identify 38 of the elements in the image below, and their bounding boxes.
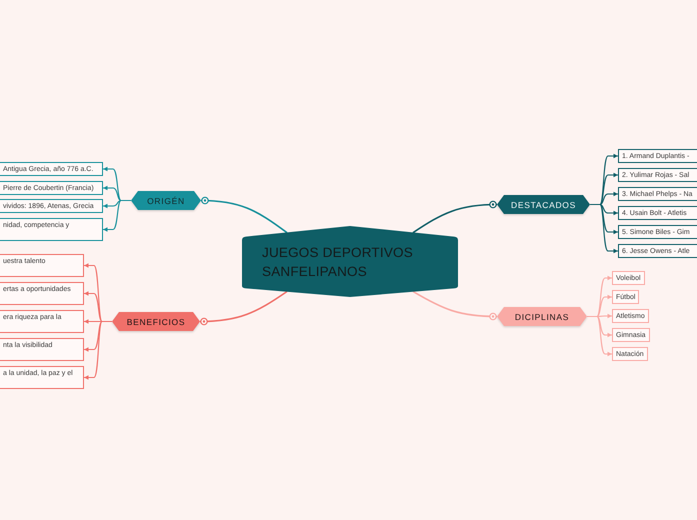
subtopic-box xyxy=(618,244,697,258)
arrow xyxy=(590,204,618,254)
subtopic-box xyxy=(612,271,645,285)
subtopic-box xyxy=(0,162,103,176)
subtopic-box xyxy=(0,199,103,213)
subtopic-box xyxy=(618,149,697,163)
subtopic-box xyxy=(0,310,84,333)
branch-connector xyxy=(412,290,498,320)
topic-node xyxy=(497,195,590,214)
arrow xyxy=(103,200,131,232)
subtopic-box xyxy=(618,187,697,201)
subtopic-box xyxy=(612,309,649,323)
topic-label: DESTACADOS xyxy=(511,200,576,210)
branch-connector xyxy=(412,200,498,234)
topic-node xyxy=(497,307,587,326)
subtopic-box xyxy=(0,366,84,389)
subtopic-box xyxy=(618,225,697,239)
subtopic-box xyxy=(0,181,103,195)
subtopic-box xyxy=(612,347,648,361)
subtopic-box xyxy=(0,282,84,305)
subtopic-box xyxy=(0,254,84,277)
subtopic-box xyxy=(612,328,650,342)
topic-node xyxy=(112,312,200,331)
topic-label: ORIGÉN xyxy=(147,196,185,206)
subtopic-box xyxy=(618,206,697,220)
central-topic xyxy=(242,226,458,297)
branch-connector xyxy=(200,196,288,234)
subtopic-box xyxy=(612,290,640,304)
branch-connector xyxy=(200,290,288,326)
topic-label: BENEFICIOS xyxy=(126,316,186,326)
topic-label: DICIPLINAS xyxy=(514,312,570,322)
subtopic-box xyxy=(0,218,103,241)
subtopic-box xyxy=(618,168,697,182)
arrow xyxy=(587,316,612,356)
arrow xyxy=(84,320,112,380)
central-topic-title: JUEGOS DEPORTIVOS SANFELIPANOS xyxy=(262,244,414,280)
subtopic-box xyxy=(0,338,84,361)
topic-node xyxy=(131,191,201,210)
